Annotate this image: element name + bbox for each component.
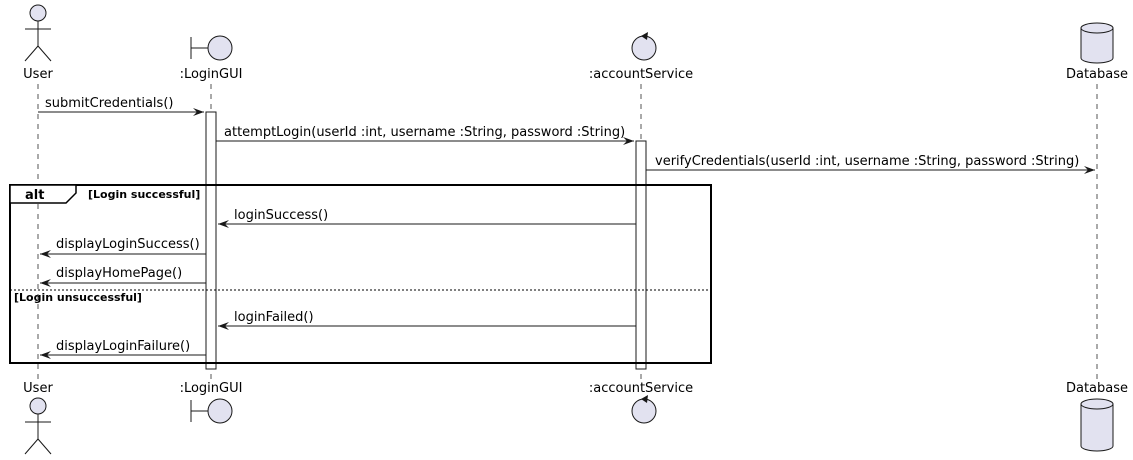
boundary-icon: [190, 398, 233, 424]
message-login-failed: loginFailed(): [218, 310, 636, 330]
alt-guard-failure: [Login unsuccessful]: [14, 291, 142, 304]
activation-logingui: [205, 111, 217, 370]
participant-label: Database: [1066, 381, 1128, 396]
message-label: verifyCredentials(userId :int, username …: [655, 154, 1079, 169]
message-verify-credentials: verifyCredentials(userId :int, username …: [646, 154, 1095, 174]
boundary-icon: [190, 35, 233, 61]
participant-user-top: User: [23, 4, 53, 82]
participant-label: User: [23, 67, 53, 82]
message-label: displayLoginFailure(): [56, 339, 190, 354]
participant-label: User: [23, 381, 53, 396]
participant-database-top: Database: [1066, 22, 1128, 82]
participant-user-bottom: User: [23, 381, 53, 455]
message-display-home-page: displayHomePage(): [40, 266, 206, 287]
participant-accountservice-bottom: :accountService: [589, 381, 693, 424]
alt-frame-tab: [9, 184, 77, 204]
database-icon: [1080, 398, 1114, 452]
message-label: loginSuccess(): [234, 208, 328, 223]
participants-bottom: User :LoginGUI :accountService: [23, 381, 1128, 455]
participant-label: Database: [1066, 67, 1128, 82]
message-label: displayHomePage(): [56, 266, 182, 281]
participant-accountservice-top: :accountService: [589, 32, 693, 82]
message-label: attemptLogin(userId :int, username :Stri…: [224, 125, 625, 140]
participant-database-bottom: Database: [1066, 381, 1128, 452]
message-submit-credentials: submitCredentials(): [38, 96, 204, 116]
control-icon: [631, 32, 657, 61]
message-label: displayLoginSuccess(): [56, 237, 200, 252]
message-display-login-failure: displayLoginFailure(): [40, 339, 206, 359]
alt-keyword: alt: [25, 188, 44, 203]
activation-bars: [205, 111, 647, 370]
alt-guard-success: [Login successful]: [88, 188, 200, 201]
alt-frame: alt [Login successful] [Login unsuccessf…: [9, 184, 712, 364]
control-icon: [631, 395, 657, 424]
participants-top: User :LoginGUI :accountService Database: [23, 4, 1128, 82]
participant-label: :accountService: [589, 381, 693, 396]
message-display-login-success: displayLoginSuccess(): [40, 237, 206, 258]
participant-label: :LoginGUI: [180, 381, 243, 396]
participant-logingui-top: :LoginGUI: [180, 35, 243, 82]
actor-icon: [24, 397, 52, 455]
activation-accountservice: [635, 140, 647, 370]
participant-label: :LoginGUI: [180, 67, 243, 82]
message-login-success: loginSuccess(): [218, 208, 636, 228]
alt-frame-border: [9, 184, 712, 364]
participant-logingui-bottom: :LoginGUI: [180, 381, 243, 424]
message-attempt-login: attemptLogin(userId :int, username :Stri…: [216, 125, 634, 145]
database-icon: [1080, 22, 1114, 64]
message-label: submitCredentials(): [45, 96, 173, 111]
messages: submitCredentials() attemptLogin(userId …: [38, 96, 1095, 359]
message-label: loginFailed(): [234, 310, 314, 325]
participant-label: :accountService: [589, 67, 693, 82]
actor-icon: [24, 4, 52, 62]
